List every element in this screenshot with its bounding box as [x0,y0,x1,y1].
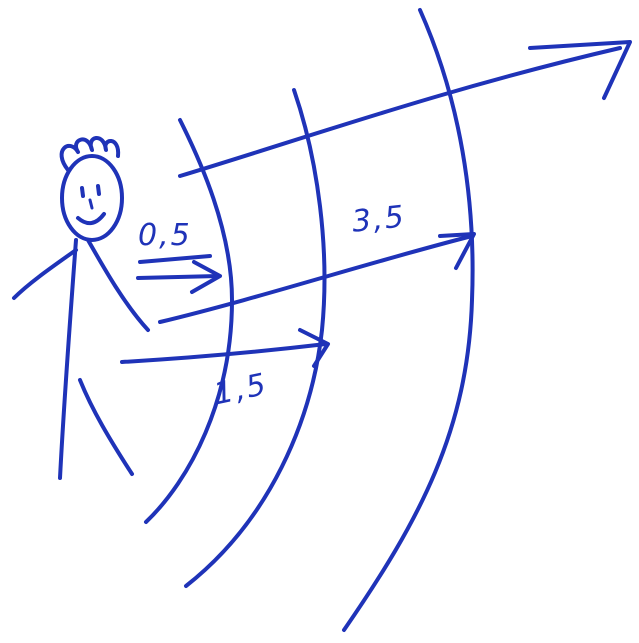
arrow-top-shaft [178,46,622,178]
arrow-short-shaft [136,274,220,280]
arrow-short-head [190,260,222,294]
distance-label-3-5: 3,5 [350,199,408,240]
arrow-mid-shaft [120,342,328,364]
figure-arm-left [12,248,78,300]
figure-head [60,154,124,242]
figure-arm-right [86,238,150,332]
arrow-long-head [438,232,476,270]
stick-figure [12,136,150,480]
figure-eye-right [96,184,101,196]
arrow-top-head [528,40,632,100]
figure-mouth [76,212,106,226]
figure-hair [59,136,121,172]
label-underline [138,254,212,264]
distance-label-0-5: 0,5 [138,218,192,253]
wavefront-arc-2 [184,88,327,588]
wavefront-arc-3 [342,8,475,632]
arrow-mid-head [298,328,330,368]
arrow-long-shaft [158,234,474,324]
figure-body [58,238,78,480]
figure-leg [78,378,134,476]
figure-nose [88,198,94,210]
figure-eye-left [80,186,85,198]
